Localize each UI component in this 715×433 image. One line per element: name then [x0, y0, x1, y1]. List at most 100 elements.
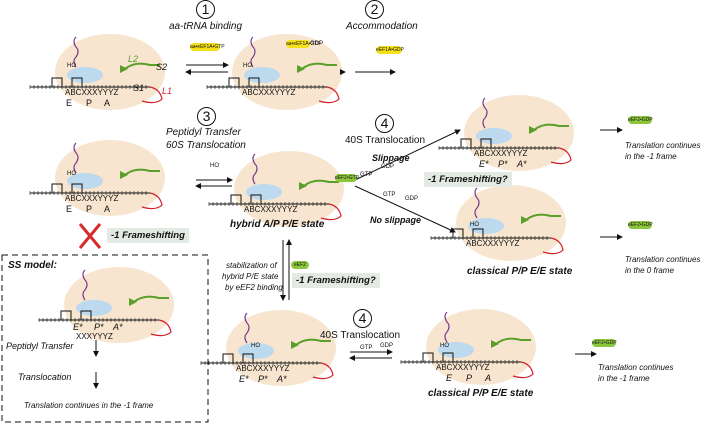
slippage-label: Slippage: [372, 153, 410, 163]
r5-site-a: A*: [517, 159, 527, 169]
r3-trna-e: [51, 183, 63, 193]
r6-mrna-label: ABCXXXYYYZ: [466, 239, 520, 248]
branch-gtp-1: GTP: [360, 172, 373, 178]
step-2-number: 2: [365, 0, 384, 19]
r5-mrna-label: ABCXXXYYYZ: [474, 149, 528, 158]
stabilization-line1: stabilization of: [226, 261, 277, 270]
r8-ho: HO: [440, 343, 449, 349]
frameshift-question-2: -1 Frameshifting?: [292, 273, 380, 288]
r5-peptide: [482, 97, 488, 129]
outcome-minus1-b-line2: in the -1 frame: [598, 374, 650, 383]
r4-large-subunit: [234, 151, 344, 227]
ss-large-subunit: [64, 267, 174, 343]
r2-peptide: [250, 36, 256, 68]
ss-mrna-label: XXXYYYZ: [76, 332, 113, 341]
r8-aa-blob: [438, 342, 474, 358]
r1-peptide: [73, 36, 79, 68]
r1-ho: HO: [67, 63, 76, 69]
frameshift-question-1: -1 Frameshifting?: [424, 172, 512, 187]
stabilization-ef2: eEF2: [291, 261, 309, 269]
r7-ho: HO: [251, 343, 260, 349]
r3-site-a: A: [104, 204, 111, 214]
r5-aa-blob: [476, 128, 512, 144]
branch-gdp-2: GDP: [405, 196, 419, 202]
r3-l2-arrow: [120, 171, 128, 179]
ss-model-title: SS model:: [8, 260, 57, 271]
r2-trna-e: [228, 77, 240, 87]
ss-trna-p: [80, 310, 92, 320]
r1-trna-e: [51, 77, 63, 87]
stabilization-line3: by eEF2 binding: [225, 283, 283, 292]
r1-s1-label: S1: [133, 83, 145, 93]
r6-l2-protein: [525, 213, 561, 221]
r2-trna-p: [248, 77, 260, 87]
r1-l1-label: L1: [162, 86, 173, 96]
ss-l1-loop: [150, 319, 172, 337]
r8-large-subunit: [426, 309, 536, 385]
branch-gdp-1: GDP: [381, 164, 395, 170]
r1-trna-p: [71, 77, 83, 87]
r7-mrna-label: ABCXXXYYYZ: [236, 364, 290, 373]
r8-peptide: [444, 311, 450, 343]
outcome-zero-line2: in the 0 frame: [625, 266, 674, 275]
r6-peptide: [474, 187, 480, 219]
no-slippage-label: No slippage: [370, 215, 422, 225]
r4-l2-arrow: [299, 182, 307, 190]
hybrid-state-label: hybrid A/P P/E state: [230, 219, 325, 230]
r2-mrna-label: ABCXXXYYYZ: [242, 88, 296, 97]
stabilization-line2: hybrid P/E state: [222, 272, 279, 281]
ss-aa-blob: [76, 300, 112, 316]
r1-site-e: E: [66, 98, 73, 108]
ss-site-e: E*: [73, 322, 83, 332]
r5-trna-p: [480, 138, 492, 148]
r7-gdp: GDP: [380, 343, 394, 349]
r1-site-p: P: [86, 98, 93, 108]
arrow-slippage: [354, 129, 461, 181]
outcome-minus1-a-line1: Translation continues: [625, 141, 701, 150]
ternary-complex: aa•eEF1A•GTP: [190, 43, 225, 51]
r7-l2-arrow: [291, 341, 299, 349]
r8-mrna-label: ABCXXXYYYZ: [436, 363, 490, 372]
r7-site-e: E*: [239, 374, 249, 384]
r7-gtp: GTP: [360, 345, 373, 351]
r1-l2-label: L2: [128, 54, 139, 64]
ss-translocation-label: Translocation: [18, 372, 72, 382]
branch-gtp-2: GTP: [383, 192, 396, 198]
r1-l2-arrow: [120, 65, 128, 73]
r7-peptide: [244, 312, 250, 344]
ss-site-p: P*: [94, 322, 104, 332]
r4-l2-protein: [303, 179, 339, 187]
cross-stroke-2: [78, 223, 102, 249]
r1-l2-protein: [124, 62, 160, 70]
r6-l1-loop: [542, 237, 564, 255]
r7-aa-blob: [238, 343, 274, 359]
step-4-label: 40S Translocation: [345, 135, 426, 146]
outcome-minus1-b-line1: Translation continues: [598, 363, 674, 372]
r6-trna-e: [452, 228, 464, 238]
r7-l1-loop: [312, 362, 334, 380]
r4-aa-blob: [246, 184, 282, 200]
r5-l1-loop: [550, 147, 572, 165]
r1-aa-blob: [67, 67, 103, 83]
ss-l2-protein: [133, 295, 169, 303]
ss-model-box: [1, 254, 209, 423]
r5-large-subunit: [464, 95, 574, 171]
r7-trna-p: [242, 353, 254, 363]
r7-l2-protein: [295, 338, 331, 346]
arrow-no-slippage: [354, 185, 456, 233]
r8-site-a: A: [485, 373, 492, 383]
r2-l2-protein: [301, 62, 337, 70]
r6-aa-blob: [468, 218, 504, 234]
r4-peptide: [252, 153, 258, 185]
ss-l2-arrow: [129, 298, 137, 306]
step-1-label: aa-tRNA binding: [169, 21, 243, 32]
r5-l2-arrow: [529, 126, 537, 134]
r6-large-subunit: [456, 185, 566, 261]
r1-large-subunit: [55, 34, 165, 110]
r3-peptide: [73, 142, 79, 174]
ss-result-label: Translation continues in the -1 frame: [24, 401, 154, 410]
r7-site-p: P*: [258, 374, 268, 384]
r1-mrna-label: ABCXXXYYYZ: [65, 88, 119, 97]
r8-l2-arrow: [491, 340, 499, 348]
